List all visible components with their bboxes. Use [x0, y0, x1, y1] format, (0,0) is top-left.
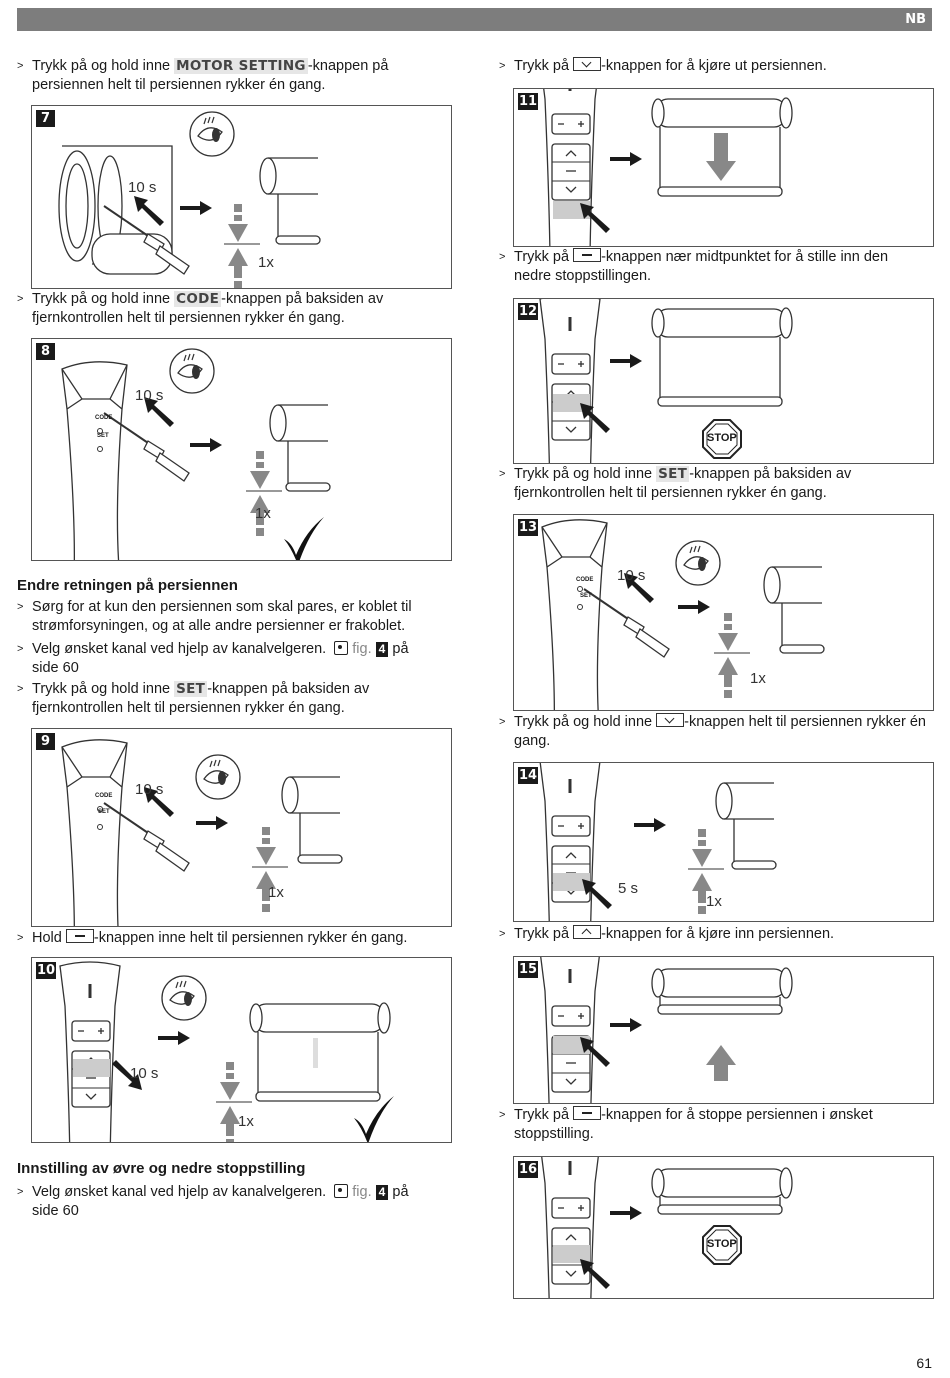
time-label: 10 s	[130, 1065, 159, 1082]
figure-number: 15	[518, 961, 539, 978]
figure-number: 16	[518, 1161, 539, 1178]
camera-icon	[334, 1184, 349, 1198]
figure-11: 11	[513, 88, 934, 247]
bullet-set: > Trykk på og hold inne SET-knappen på b…	[17, 681, 370, 716]
instruction-code: > Trykk på og hold inne CODE-knappen på …	[17, 291, 384, 326]
figure-number: 9	[36, 733, 55, 750]
instruction-11: > Trykk på -knappen for å kjøre ut persi…	[499, 57, 827, 74]
bullet-ensure: >Sørg for at kun den persiennen som skal…	[17, 599, 412, 634]
set-key: SET	[174, 681, 208, 697]
stop-label: STOP	[707, 1238, 737, 1250]
language-label: NB	[905, 12, 926, 27]
fig-ref-badge: 4	[375, 1185, 389, 1200]
time-label: 10 s	[617, 567, 646, 584]
minus-button-icon	[573, 248, 602, 262]
count-label: 1x	[750, 670, 766, 687]
instruction-motor-setting: > Trykk på og hold inne MOTOR SETTING-kn…	[17, 58, 389, 93]
count-label: 1x	[268, 884, 284, 901]
time-label: 10 s	[135, 781, 164, 798]
motor-setting-key: MOTOR SETTING	[174, 58, 308, 74]
figure-number: 8	[36, 343, 55, 360]
minus-button-icon	[65, 929, 94, 943]
page-number: 61	[916, 1355, 932, 1371]
figure-10: 10 10 s 1x	[31, 957, 452, 1143]
code-marker: CODE	[95, 793, 113, 799]
instruction-14: > Trykk på og hold inne -knappen helt ti…	[499, 713, 926, 749]
set-marker: SET	[98, 809, 110, 815]
code-key: CODE	[174, 291, 222, 307]
instruction-16: > Trykk på -knappen for å stoppe persien…	[499, 1106, 873, 1142]
instruction-hold-minus: > Hold -knappen inne helt til persiennen…	[17, 929, 408, 946]
figure-number: 12	[518, 303, 539, 320]
bullet-channel-2: > Velg ønsket kanal ved hjelp av kanalve…	[17, 1184, 409, 1219]
section-heading-stop-positions: Innstilling av øvre og nedre stoppstilli…	[17, 1160, 306, 1177]
figure-12: 12 STOP	[513, 298, 934, 464]
count-label: 1x	[706, 893, 722, 910]
time-label: 5 s	[618, 880, 639, 897]
stop-label: STOP	[707, 432, 737, 444]
instruction-15: > Trykk på -knappen for å kjøre inn pers…	[499, 925, 835, 942]
count-label: 1x	[238, 1113, 254, 1130]
header-bar: NB	[17, 8, 932, 31]
fig-ref-badge: 4	[375, 642, 389, 657]
up-button-icon	[573, 925, 602, 939]
figure-8: 8 CODE SET 10 s 1x	[31, 338, 452, 561]
camera-icon	[334, 641, 349, 655]
minus-button-icon	[573, 1106, 602, 1120]
bullet-channel: > Velg ønsket kanal ved hjelp av kanalve…	[17, 641, 409, 676]
figure-number: 7	[36, 110, 55, 127]
figure-9: 9 CODE SET 10 s 1x	[31, 728, 452, 927]
figure-number: 13	[518, 519, 539, 536]
down-button-icon	[573, 57, 602, 71]
set-marker: SET	[580, 593, 592, 599]
down-button-icon	[656, 713, 685, 727]
set-marker: SET	[97, 433, 109, 439]
figure-number: 14	[518, 767, 539, 784]
figure-14: 14 5 s 1x	[513, 762, 934, 922]
figure-13: 13 CODE SET 10 s 1x	[513, 514, 934, 711]
code-marker: CODE	[576, 577, 594, 583]
instruction-12: > Trykk på -knappen nær midtpunktet for …	[499, 248, 889, 284]
figure-number: 11	[518, 93, 539, 110]
time-label: 10 s	[128, 179, 157, 196]
figure-number: 10	[36, 962, 57, 979]
figure-16: 16 STOP	[513, 1156, 934, 1299]
count-label: 1x	[258, 254, 274, 271]
figure-15: 15	[513, 956, 934, 1104]
set-key: SET	[656, 466, 690, 482]
instruction-13: > Trykk på og hold inne SET-knappen på b…	[499, 466, 852, 501]
code-marker: CODE	[95, 415, 113, 421]
figure-7: 7 10 s 1x	[31, 105, 452, 289]
count-label: 1x	[255, 505, 271, 522]
section-heading-direction: Endre retningen på persiennen	[17, 577, 238, 594]
time-label: 10 s	[135, 387, 164, 404]
